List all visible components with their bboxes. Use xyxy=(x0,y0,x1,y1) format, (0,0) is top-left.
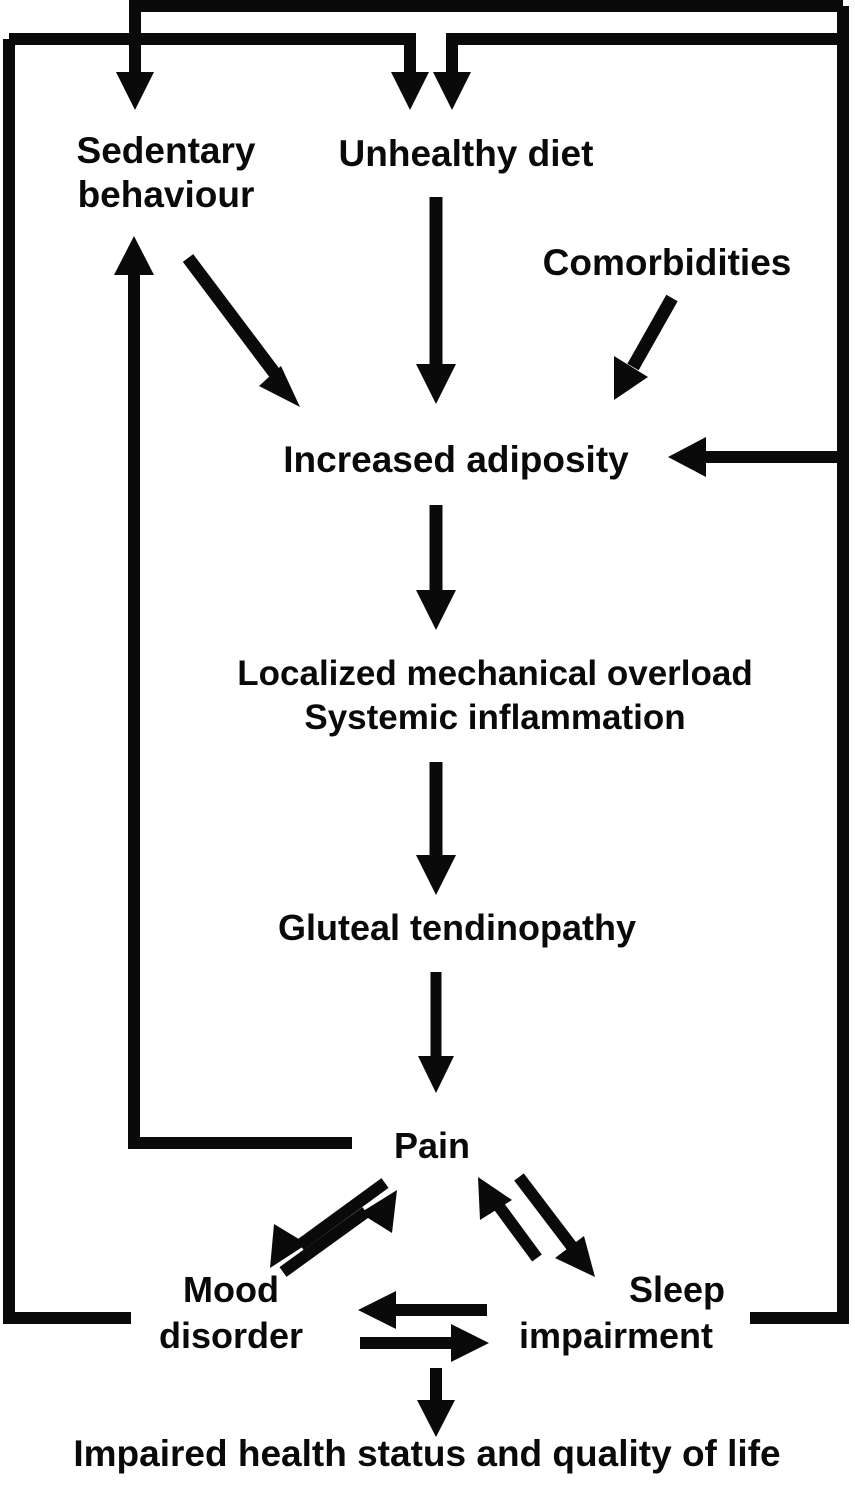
node-unhealthy-diet: Unhealthy diet xyxy=(339,133,594,174)
edge-pain-to-sedentary-feedback xyxy=(114,236,352,1149)
edge-left-outer-rail xyxy=(3,39,131,1324)
node-label-mood-disorder-line-1: disorder xyxy=(159,1315,303,1356)
node-label-increased-adiposity: Increased adiposity xyxy=(283,439,629,480)
node-gluteal-tendinopathy: Gluteal tendinopathy xyxy=(278,907,636,948)
node-label-sedentary-behaviour-line-0: Sedentary xyxy=(77,130,256,171)
edge-gluteal-tendinopathy-to-pain xyxy=(418,972,454,1093)
node-label-sleep-impairment-line-0: Sleep xyxy=(629,1269,725,1310)
edge-mood-sleep-bidirectional xyxy=(358,1291,489,1362)
node-mood-disorder: Mood disorder xyxy=(159,1269,303,1356)
edge-unhealthy-diet-to-increased-adiposity xyxy=(416,197,456,404)
node-impaired-health-status-and-quality-of-life: Impaired health status and quality of li… xyxy=(73,1433,780,1474)
node-sedentary-behaviour: Sedentary behaviour xyxy=(77,130,256,215)
node-label-pain: Pain xyxy=(394,1125,470,1166)
edge-increased-adiposity-to-overload xyxy=(416,505,456,630)
edge-right-outer-rail xyxy=(750,6,849,1324)
node-label-systemic-inflammation: Systemic inflammation xyxy=(304,698,685,737)
node-label-sleep-impairment-line-1: impairment xyxy=(519,1315,713,1356)
edge-right-feedback-to-increased-adiposity xyxy=(668,437,843,477)
edge-mood-sleep-to-impaired-health xyxy=(417,1368,455,1437)
node-sleep-impairment: Sleep impairment xyxy=(519,1269,725,1356)
edge-pain-sleep-bidirectional xyxy=(478,1173,595,1277)
node-pain: Pain xyxy=(394,1125,470,1166)
edge-feedback-top-right-to-unhealthy-diet xyxy=(433,33,843,110)
node-label-unhealthy-diet: Unhealthy diet xyxy=(339,133,594,174)
node-label-mood-disorder-line-0: Mood xyxy=(183,1269,279,1310)
edge-sedentary-to-increased-adiposity xyxy=(182,254,300,407)
node-label-gluteal-tendinopathy: Gluteal tendinopathy xyxy=(278,907,636,948)
node-label-impaired-health-status-and-quality-of-life: Impaired health status and quality of li… xyxy=(73,1433,780,1474)
node-label-sedentary-behaviour-line-1: behaviour xyxy=(78,174,255,215)
node-comorbidities: Comorbidities xyxy=(543,242,792,283)
edge-pain-mood-bidirectional xyxy=(270,1178,397,1277)
node-increased-adiposity: Increased adiposity xyxy=(283,439,629,480)
node-localized-mechanical-overload-systemic-inflammation: Localized mechanical overload Systemic i… xyxy=(237,654,752,737)
edge-comorbidities-to-increased-adiposity xyxy=(614,294,678,400)
edge-overload-to-gluteal-tendinopathy xyxy=(416,762,456,895)
edge-feedback-top-outer-to-sedentary xyxy=(116,0,843,110)
node-label-localized-mechanical-overload: Localized mechanical overload xyxy=(237,654,752,693)
edge-feedback-top-inner-to-unhealthy-diet xyxy=(9,33,429,110)
node-label-comorbidities: Comorbidities xyxy=(543,242,792,283)
